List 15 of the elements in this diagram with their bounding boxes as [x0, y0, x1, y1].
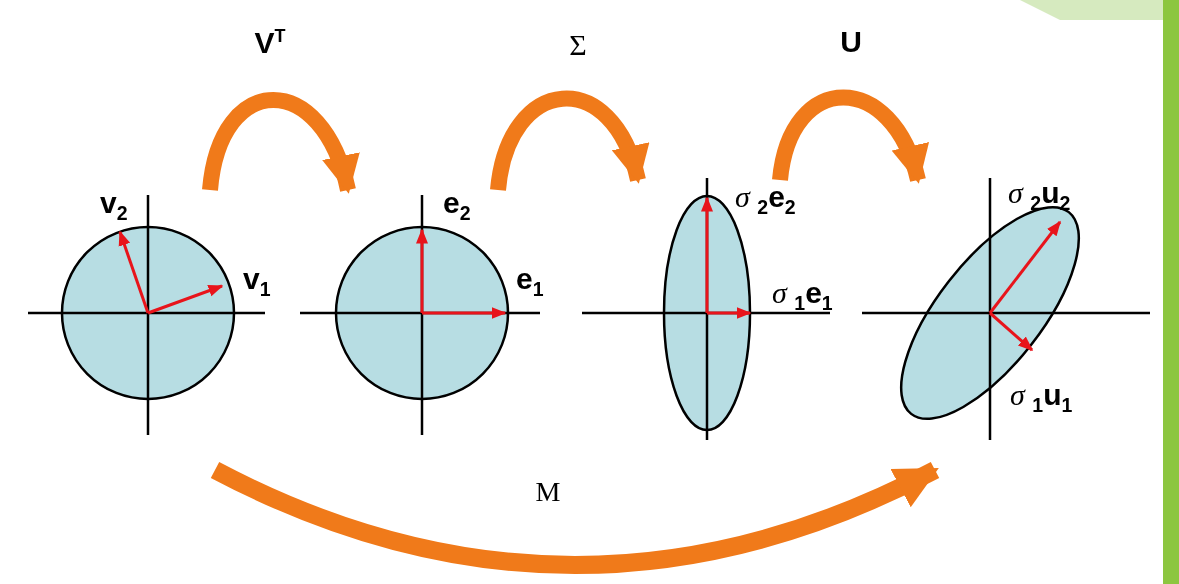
vector-label: v$_{1}$	[243, 264, 271, 300]
edge-label: M	[535, 478, 561, 506]
curved-arrow	[211, 461, 939, 574]
curved-arrow	[490, 90, 647, 192]
vector-label: σ $_{1}$e$_{1}$	[772, 278, 833, 314]
vector-label: e$_{1}$	[516, 264, 544, 300]
curved-arrow	[202, 92, 358, 194]
vector-label: σ $_{1}$u$_{1}$	[1010, 380, 1073, 416]
curved-arrow	[772, 89, 927, 184]
edge-label: V$^{T}$	[254, 26, 286, 58]
edge-label: U	[840, 27, 862, 57]
vector-label: v$_{2}$	[100, 188, 128, 224]
vector-label: e$_{2}$	[443, 188, 471, 224]
vector-label: σ $_{2}$e$_{2}$	[735, 182, 796, 218]
edge-label: Σ	[569, 30, 587, 60]
